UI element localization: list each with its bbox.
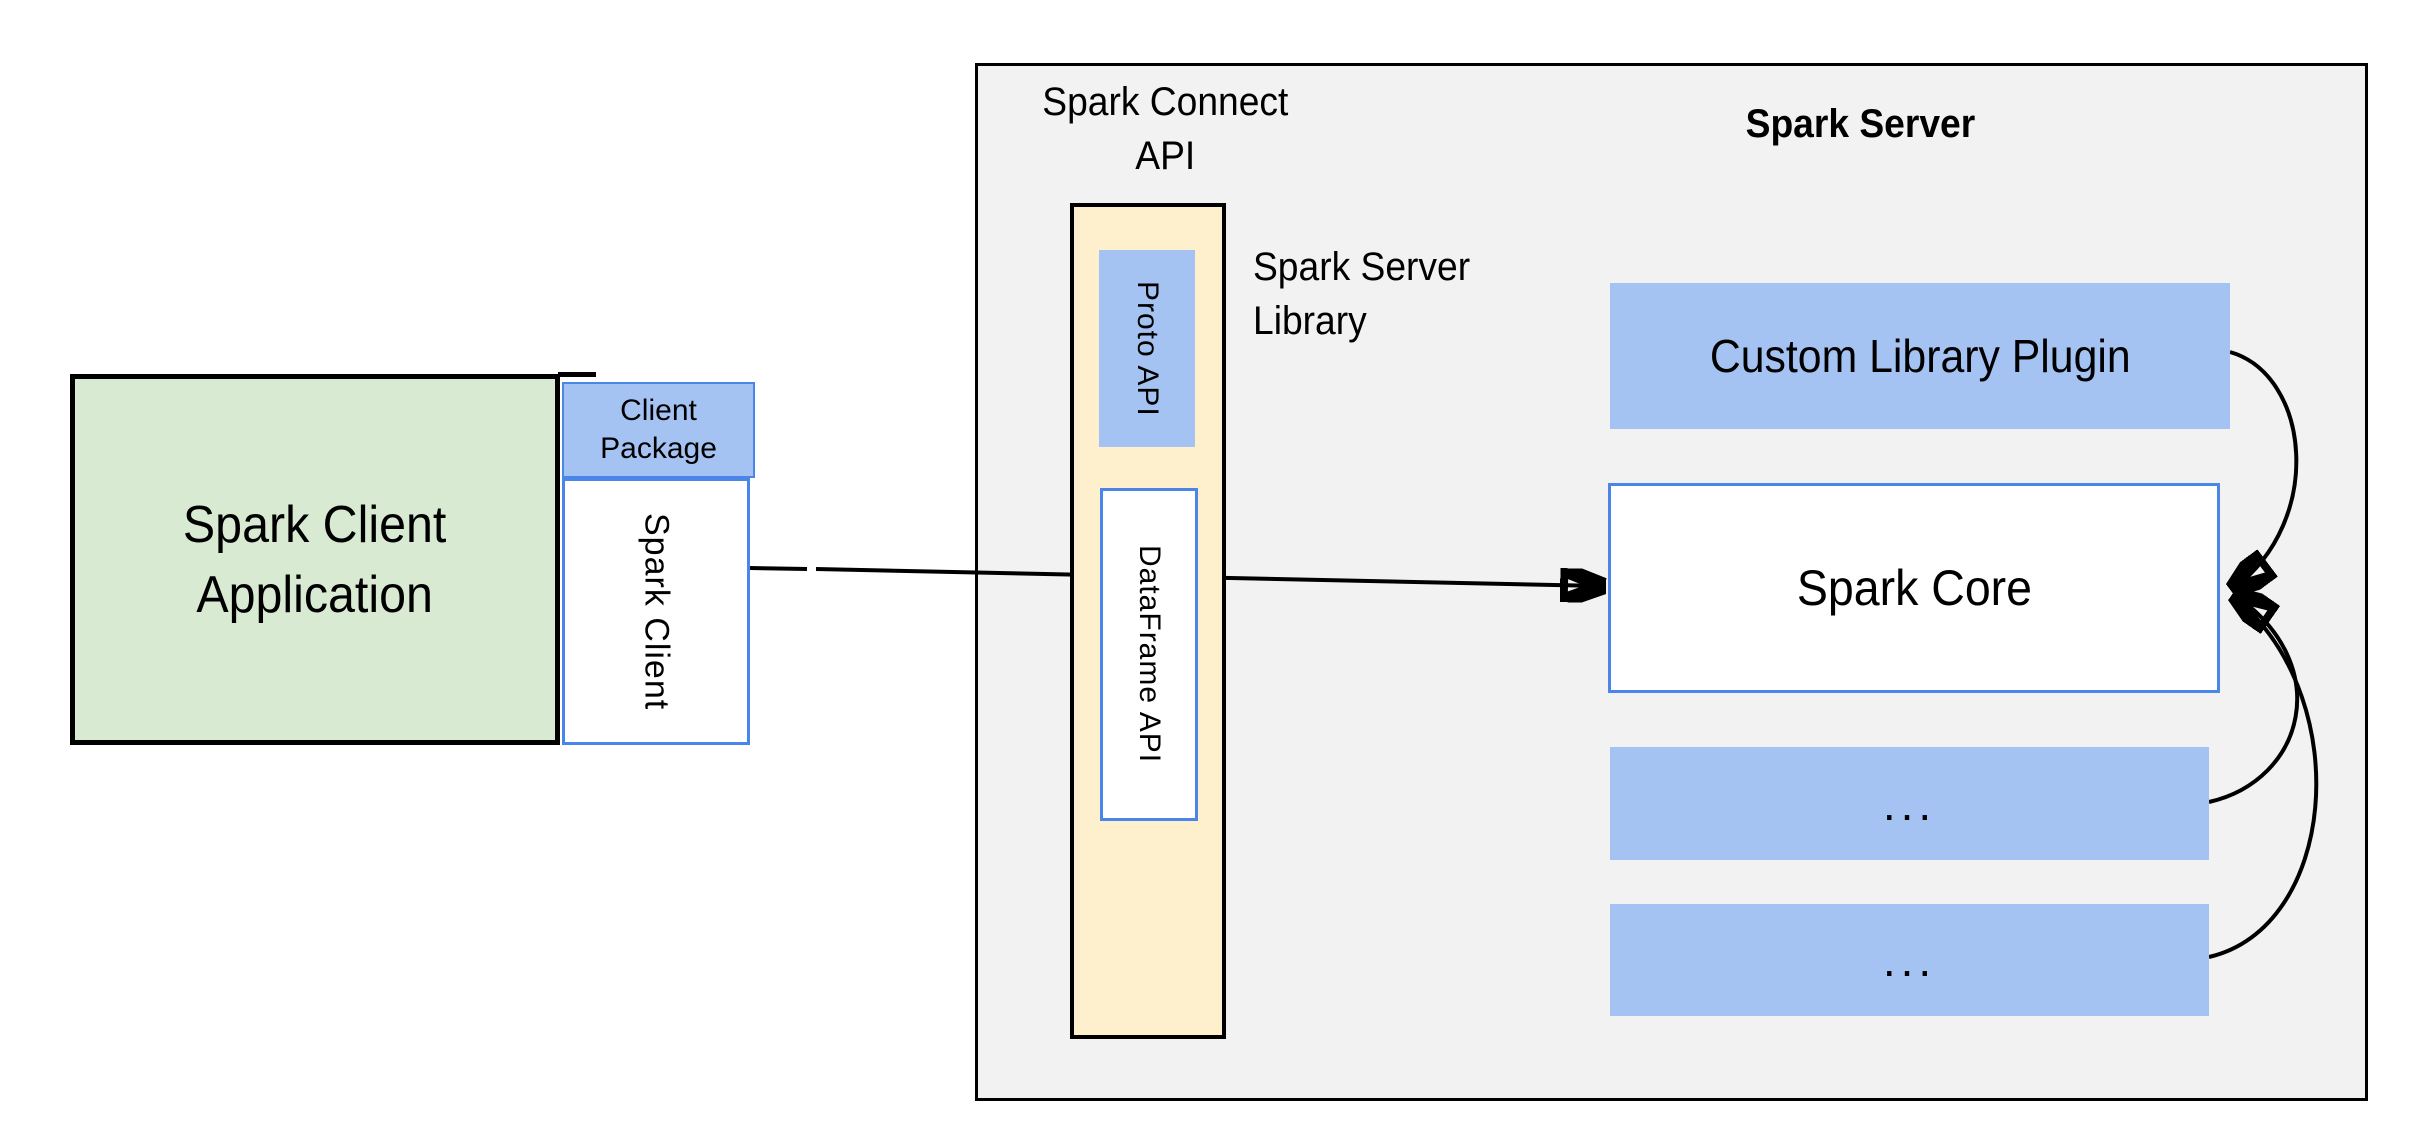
spark-core-label: Spark Core — [1796, 560, 2032, 616]
plugin-extension-box-1: ... — [1610, 747, 2209, 860]
client-package-label: Client Package — [600, 394, 717, 465]
plugin-extension-2-label: ... — [1882, 934, 1937, 986]
dataframe-api-box: DataFrame API — [1100, 488, 1198, 821]
client-to-server-arrow-stub — [749, 566, 808, 571]
spark-client-label: Spark Client — [637, 512, 676, 711]
client-box-border-tick — [558, 372, 596, 377]
custom-library-plugin-box: Custom Library Plugin — [1610, 283, 2230, 429]
custom-library-plugin-label: Custom Library Plugin — [1709, 330, 2131, 382]
spark-server-title-text: Spark Server — [1745, 102, 1975, 146]
plugin-extension-box-2: ... — [1610, 904, 2209, 1016]
spark-client-box: Spark Client — [562, 478, 750, 745]
spark-server-library-label: Spark Server Library — [1253, 240, 1613, 348]
spark-core-box: Spark Core — [1608, 483, 2220, 693]
proto-api-label: Proto API — [1131, 280, 1164, 417]
proto-api-box: Proto API — [1099, 250, 1195, 447]
spark-connect-api-bar — [1070, 203, 1226, 1039]
spark-connect-api-title-text: Spark Connect API — [1041, 80, 1289, 178]
client-package-box: Client Package — [562, 382, 755, 478]
spark-client-application-label: Spark Client Application — [183, 495, 447, 624]
dataframe-api-label: DataFrame API — [1133, 545, 1166, 764]
spark-server-library-label-text: Spark Server Library — [1253, 245, 1471, 343]
spark-client-application-box: Spark Client Application — [70, 374, 560, 745]
spark-connect-api-title: Spark Connect API — [965, 75, 1365, 183]
plugin-extension-1-label: ... — [1882, 777, 1937, 830]
spark-server-title: Spark Server — [1610, 102, 2110, 147]
